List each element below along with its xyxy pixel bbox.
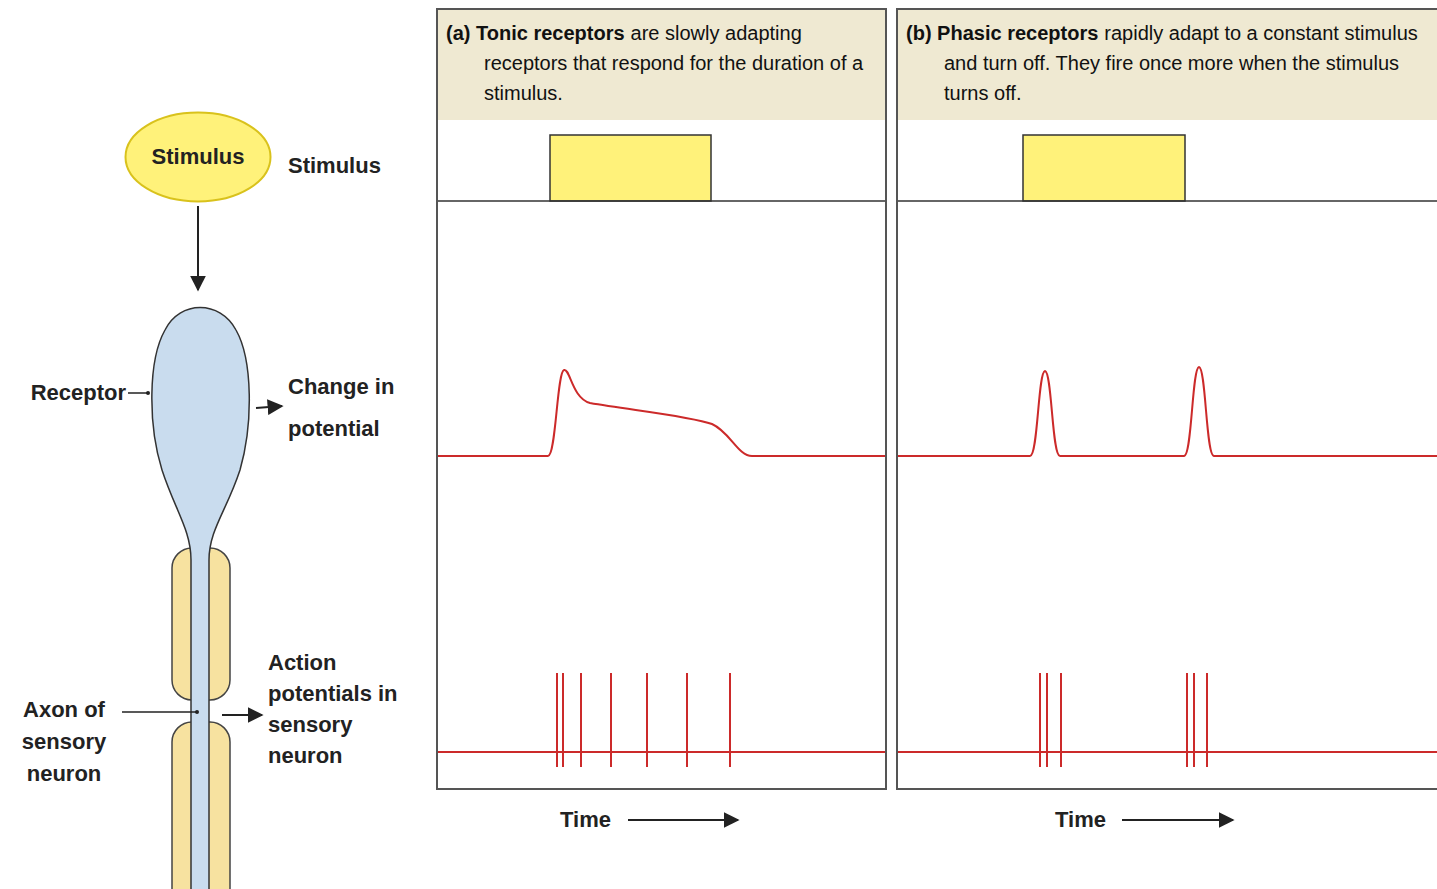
- part-label: Change in potential: [288, 366, 423, 450]
- panel-title: (a) Tonic receptors: [446, 22, 625, 44]
- panel-title: (b) Phasic receptors: [906, 22, 1098, 44]
- phasic-panel: (b) Phasic receptorsrapidly adapt to a c…: [896, 8, 1437, 790]
- leader-line: [128, 392, 148, 394]
- part-label: Axon of sensory neuron: [6, 694, 122, 790]
- time-arrow: [628, 819, 738, 821]
- stimulus-label: Stimulus: [288, 150, 428, 182]
- part-label: Receptor: [8, 377, 126, 409]
- axis-label: Time: [560, 805, 624, 835]
- leader-arrow: [222, 714, 262, 716]
- tonic-traces: [437, 135, 885, 767]
- panel-header: (a) Tonic receptorsare slowly adapting r…: [438, 10, 885, 120]
- leader-line: [122, 711, 197, 713]
- phasic-traces: [897, 135, 1437, 767]
- leader-arrow: [256, 406, 282, 408]
- part-label: Action potentials in sensory neuron: [268, 647, 408, 771]
- receptor: [152, 308, 249, 889]
- tonic-panel: (a) Tonic receptorsare slowly adapting r…: [436, 8, 887, 790]
- axis-label: Time: [1055, 805, 1119, 835]
- stimulus-ellipse: Stimulus: [124, 111, 272, 203]
- node-label: Stimulus: [152, 144, 245, 170]
- stimulus-arrow: [197, 206, 199, 290]
- time-arrow: [1122, 819, 1233, 821]
- panel-header: (b) Phasic receptorsrapidly adapt to a c…: [898, 10, 1437, 120]
